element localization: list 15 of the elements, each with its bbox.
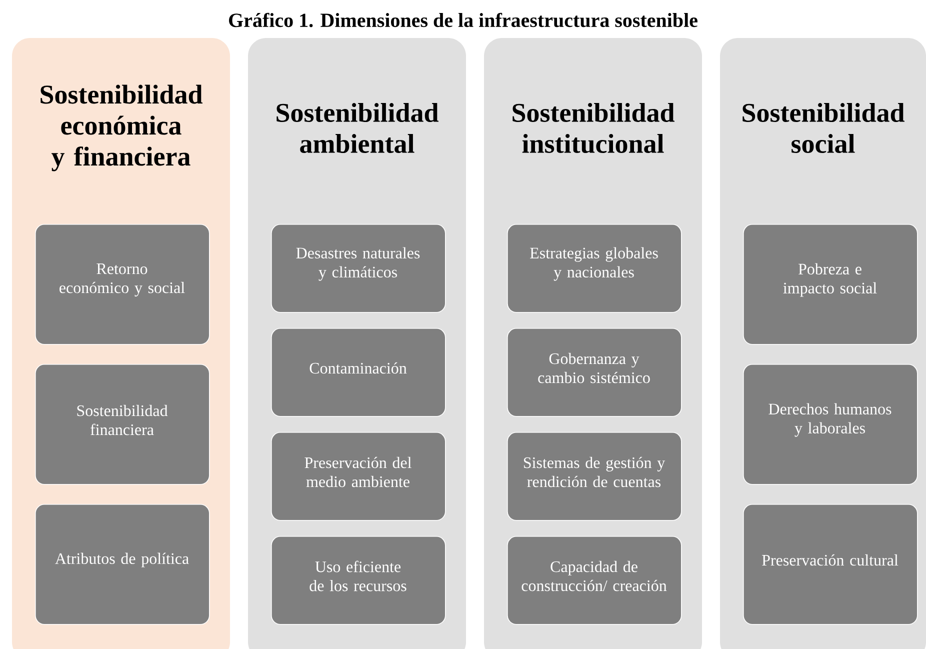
- item-box: Derechos humanos y laborales: [743, 364, 918, 485]
- item-box: Pobreza e impacto social: [743, 224, 918, 345]
- title: Gráfico 1. Dimensiones de la infraestructura sostenible: [229, 12, 698, 28]
- item-box: Sistemas de gestión y rendición de cuentas: [507, 432, 682, 521]
- item-box: Preservación del medio ambiente: [271, 432, 446, 521]
- item-box: Atributos de política: [35, 504, 210, 625]
- item-box: Uso eficiente de los recursos: [271, 536, 446, 625]
- item-box: Gobernanza y cambio sistémico: [507, 328, 682, 417]
- item-box: Sostenibilidad financiera: [35, 364, 210, 485]
- item-box: Estrategias globales y nacionales: [507, 224, 682, 313]
- item-box: Desastres naturales y climáticos: [271, 224, 446, 313]
- item-box: Preservación cultural: [743, 504, 918, 625]
- item-box: Capacidad de construcción/ creación: [507, 536, 682, 625]
- item-box: Retorno económico y social: [35, 224, 210, 345]
- item-box: Contaminación: [271, 328, 446, 417]
